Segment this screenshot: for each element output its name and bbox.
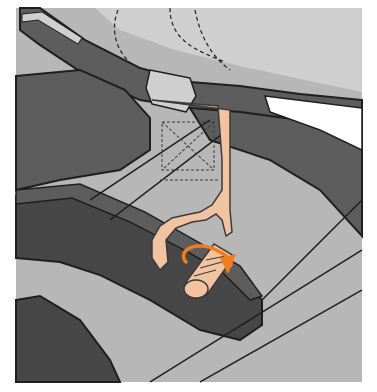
toggle-end-cap (184, 280, 208, 298)
